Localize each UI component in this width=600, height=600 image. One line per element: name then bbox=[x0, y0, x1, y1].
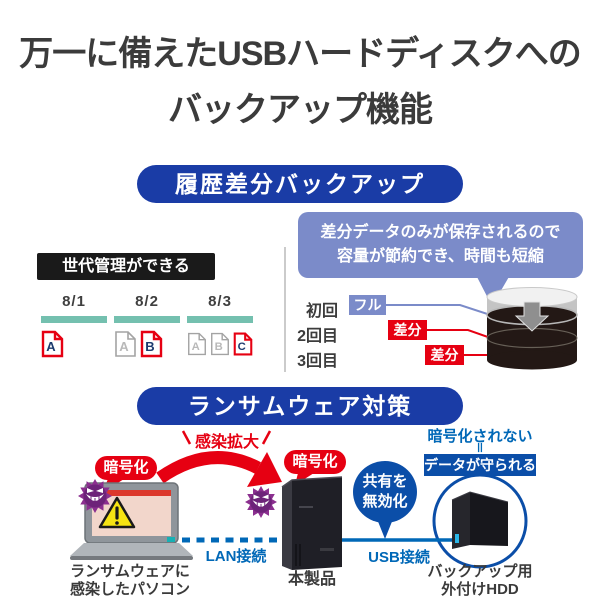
not-encrypted-note: 暗号化されない bbox=[427, 428, 533, 445]
timeline-bar bbox=[41, 316, 107, 323]
date-label: 8/2 bbox=[135, 293, 159, 310]
generation-column-1: 8/1 A bbox=[41, 293, 107, 358]
callout-line2: 容量が節約でき、時間も短縮 bbox=[337, 248, 544, 265]
date-label: 8/1 bbox=[62, 293, 86, 310]
share-disable-bubble: 共有を 無効化 bbox=[353, 461, 417, 523]
nas-illustration bbox=[281, 476, 343, 570]
generation-header: 世代管理ができる bbox=[37, 253, 215, 280]
hdd-caption-line1: バックアップ用 bbox=[427, 563, 533, 580]
file-icon: A bbox=[115, 331, 136, 357]
svg-text:A: A bbox=[46, 339, 56, 354]
tag-diff-1: 差分 bbox=[388, 320, 427, 340]
lan-label: LAN接続 bbox=[205, 548, 267, 565]
date-label: 8/3 bbox=[208, 293, 232, 310]
page-title-line1: 万一に備えたUSBハードディスクへの bbox=[19, 35, 581, 73]
timeline-bar bbox=[187, 316, 253, 323]
hdd-led bbox=[455, 534, 459, 543]
generation-column-3: 8/3 A B C bbox=[187, 293, 253, 358]
share-bubble-tail bbox=[377, 519, 393, 539]
file-icon: B bbox=[140, 330, 163, 358]
usb-label: USB接続 bbox=[368, 549, 430, 566]
warning-icon bbox=[98, 496, 136, 529]
spread-label: 感染拡大 bbox=[194, 434, 259, 451]
generation-column-2: 8/2 A B bbox=[114, 293, 180, 358]
download-arrow-icon bbox=[514, 301, 550, 332]
round-label-1: 初回 bbox=[305, 303, 338, 320]
svg-text:A: A bbox=[119, 339, 129, 354]
pc-caption-line1: ランサムウェアに bbox=[70, 563, 190, 580]
nas-caption: 本製品 bbox=[287, 571, 336, 588]
differential-callout: 差分データのみが保存されるので 容量が節約でき、時間も短縮 bbox=[298, 212, 583, 278]
file-icon: A bbox=[188, 332, 206, 356]
banner-ransomware: ランサムウェア対策 bbox=[137, 387, 463, 425]
callout-tail bbox=[476, 275, 510, 306]
virus-icon bbox=[244, 485, 278, 519]
file-icon: A bbox=[41, 330, 64, 358]
svg-text:B: B bbox=[215, 341, 223, 353]
spread-emphasis-marks bbox=[181, 430, 272, 445]
file-icon: C bbox=[233, 332, 253, 356]
hdd-caption: バックアップ用 外付けHDD bbox=[421, 563, 539, 598]
share-line2: 無効化 bbox=[362, 493, 408, 510]
infection-arrow-icon bbox=[156, 451, 282, 487]
svg-text:A: A bbox=[192, 341, 200, 353]
svg-text:C: C bbox=[238, 341, 246, 353]
callout-line1: 差分データのみが保存されるので bbox=[320, 224, 561, 241]
banner-history-backup: 履歴差分バックアップ bbox=[137, 165, 463, 203]
storage-cylinder-illustration bbox=[486, 287, 578, 370]
hdd-caption-line2: 外付けHDD bbox=[441, 580, 519, 598]
equals-glyph: ＝ bbox=[472, 441, 487, 454]
section-divider bbox=[284, 247, 286, 372]
encrypt-pc-bubble: 暗号化 bbox=[95, 456, 157, 480]
file-icon: B bbox=[211, 332, 229, 356]
laptop-led bbox=[167, 537, 175, 542]
tag-full: フル bbox=[349, 295, 386, 315]
tag-diff-2: 差分 bbox=[425, 345, 464, 365]
data-protected-note: データが守られる bbox=[424, 454, 536, 476]
page-title-line2: バックアップ機能 bbox=[168, 91, 433, 129]
external-hdd-illustration bbox=[451, 491, 509, 549]
round-label-2: 2回目 bbox=[297, 328, 338, 345]
timeline-bar bbox=[114, 316, 180, 323]
share-line1: 共有を bbox=[362, 473, 408, 490]
encrypt-nas-bubble: 暗号化 bbox=[284, 450, 346, 474]
round-label-3: 3回目 bbox=[297, 353, 338, 370]
pc-caption-line2: 感染したパソコン bbox=[69, 580, 190, 598]
pc-caption: ランサムウェアに 感染したパソコン bbox=[68, 563, 192, 598]
svg-text:B: B bbox=[145, 339, 154, 354]
